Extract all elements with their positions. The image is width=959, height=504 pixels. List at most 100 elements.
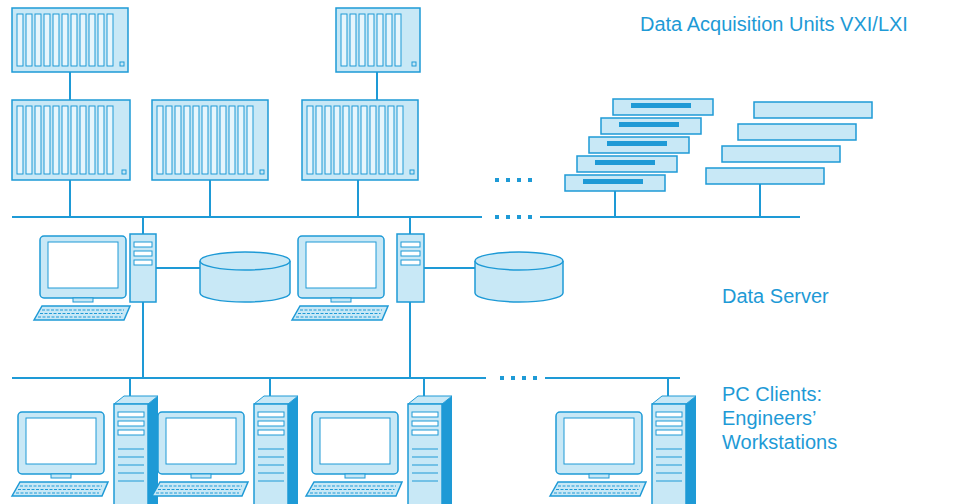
network-line	[376, 72, 378, 100]
monitor	[18, 412, 104, 474]
keyboard-keys	[312, 489, 395, 490]
lxi-instrument	[577, 156, 677, 172]
ellipsis-dot	[533, 376, 537, 380]
tower-side	[288, 396, 298, 504]
network-line	[269, 378, 271, 396]
drive-bay	[134, 242, 152, 247]
monitor	[40, 236, 126, 298]
lxi-instrument	[613, 99, 713, 115]
tower-vent	[412, 473, 438, 474]
pc-tower	[652, 404, 686, 504]
ellipsis-dot	[495, 215, 499, 219]
drive-bay	[656, 421, 682, 426]
keyboard-keys	[554, 493, 637, 494]
drive-bay	[401, 242, 420, 247]
tower-vent	[258, 481, 284, 482]
rack-slot	[71, 106, 77, 174]
vxi-rack	[12, 100, 130, 180]
monitor	[158, 412, 244, 474]
rack-slot	[334, 106, 340, 174]
rack-slot	[307, 106, 313, 174]
rack-slot	[220, 106, 226, 174]
rack-slot	[107, 14, 113, 66]
vxi-rack	[12, 8, 128, 72]
network-line	[156, 267, 200, 269]
drive-bay	[134, 260, 152, 265]
rack-slot	[368, 14, 374, 66]
keyboard-keys	[16, 493, 99, 494]
pc-tower	[397, 234, 424, 302]
keyboard-keys	[42, 310, 124, 311]
drive-bay	[401, 251, 420, 256]
rack-slot	[89, 106, 95, 174]
rack-slot	[379, 106, 385, 174]
keyboard-keys	[156, 493, 239, 494]
network-line	[69, 72, 71, 100]
monitor-stand	[51, 474, 71, 478]
rack-slot	[98, 14, 104, 66]
monitor-screen	[26, 418, 96, 464]
rack-slot	[175, 106, 181, 174]
monitor-stand	[345, 474, 365, 478]
lxi-instrument	[738, 124, 856, 140]
drive-bay	[412, 430, 438, 435]
tower-top	[254, 396, 298, 404]
tower-vent	[656, 473, 682, 474]
drive-bay	[118, 412, 144, 417]
monitor-screen	[564, 418, 634, 464]
pc-tower	[408, 404, 442, 504]
rack-slot	[229, 106, 235, 174]
rack-slot	[53, 106, 59, 174]
rack-slot	[166, 106, 172, 174]
pc-tower	[114, 404, 148, 504]
rack-slot	[359, 14, 365, 66]
network-line	[423, 378, 425, 396]
monitor-screen	[320, 418, 390, 464]
rack-slot	[53, 14, 59, 66]
rack-slot	[193, 106, 199, 174]
ellipsis-dot	[500, 376, 504, 380]
network-bus	[12, 216, 482, 218]
keyboard-keys	[20, 486, 102, 487]
section-label: Data Server	[722, 284, 922, 308]
monitor	[298, 236, 384, 298]
rack-slot	[17, 106, 23, 174]
tower-vent	[656, 465, 682, 466]
rack-slot	[17, 14, 23, 66]
tower-vent	[412, 465, 438, 466]
network-line	[424, 267, 475, 269]
rack-slot	[44, 106, 50, 174]
keyboard-keys	[40, 313, 123, 314]
rack-slot	[343, 106, 349, 174]
rack-slot	[211, 106, 217, 174]
tower-vent	[258, 473, 284, 474]
tower-vent	[656, 457, 682, 458]
drive-bay	[412, 412, 438, 417]
rack-slot	[157, 106, 163, 174]
rack-slot	[247, 106, 253, 174]
ellipsis-dot	[517, 178, 521, 182]
keyboard	[34, 306, 130, 320]
rack-slot	[26, 14, 32, 66]
rack-slot	[316, 106, 322, 174]
tower-top	[652, 396, 696, 404]
rack-slot	[341, 14, 347, 66]
rack-slot	[80, 14, 86, 66]
lxi-instrument	[706, 168, 824, 184]
keyboard-keys	[38, 317, 121, 318]
ellipsis-dot	[506, 178, 510, 182]
network-line	[614, 190, 616, 217]
tower-top	[408, 396, 452, 404]
keyboard	[152, 482, 248, 496]
rack-slot	[98, 106, 104, 174]
vxi-rack	[302, 100, 418, 180]
rack-slot	[26, 106, 32, 174]
keyboard-keys	[558, 486, 640, 487]
ellipsis-dot	[528, 178, 532, 182]
keyboard-keys	[310, 493, 393, 494]
lxi-instrument	[589, 137, 689, 153]
drive-bay	[401, 260, 420, 265]
storage-drum-top	[200, 252, 290, 270]
keyboard-keys	[556, 489, 639, 490]
rack-indicator	[412, 62, 416, 66]
